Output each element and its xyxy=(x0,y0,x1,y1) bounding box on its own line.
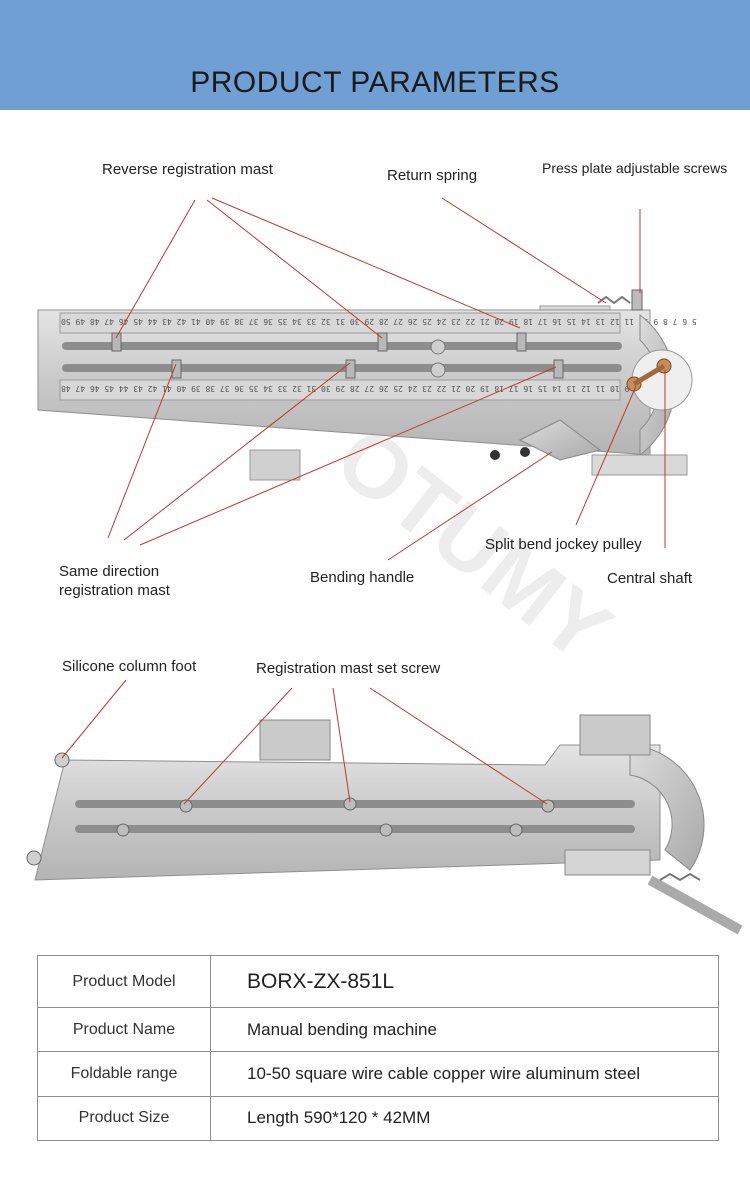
spec-value: Manual bending machine xyxy=(210,1007,719,1053)
spec-label: Product Size xyxy=(37,1095,211,1142)
ruler-bottom-scale: 5 6 7 8 9 10 11 12 13 14 15 16 17 18 19 … xyxy=(61,384,668,393)
page-title: PRODUCT PARAMETERS xyxy=(190,66,560,99)
ruler-top xyxy=(59,312,621,334)
callout-split-bend-pulley: Split bend jockey pulley xyxy=(485,536,642,553)
callout-reverse-registration-mast: Reverse registration mast xyxy=(102,161,273,178)
callout-bending-handle: Bending handle xyxy=(310,569,415,586)
spec-row-model: Product Model BORX-ZX-851L xyxy=(37,954,719,1009)
spec-label: Foldable range xyxy=(37,1051,211,1097)
spec-label: Product Name xyxy=(37,1007,211,1053)
callout-press-plate-screws: Press plate adjustable screws xyxy=(542,160,728,176)
leader-lines xyxy=(61,197,666,805)
callout-silicone-foot: Silicone column foot xyxy=(62,658,197,675)
spec-table: Product Model BORX-ZX-851L Product Name … xyxy=(37,954,719,1142)
spec-row-name: Product Name Manual bending machine xyxy=(37,1007,719,1053)
callout-mast-set-screw: Registration mast set screw xyxy=(256,660,441,677)
callout-central-shaft: Central shaft xyxy=(607,570,693,587)
spec-label: Product Model xyxy=(37,954,211,1009)
spec-value: Length 590*120 * 42MM xyxy=(210,1095,719,1142)
spec-value: BORX-ZX-851L xyxy=(210,954,719,1009)
product-illustration: 5 6 7 8 9 10 11 12 13 14 15 16 17 18 19 … xyxy=(26,197,743,935)
bending-machine-base-view xyxy=(26,714,743,935)
ruler-bottom xyxy=(59,379,621,401)
callout-same-direction-mast: Same direction registration mast xyxy=(59,563,170,599)
spec-value: 10-50 square wire cable copper wire alum… xyxy=(210,1051,719,1097)
bending-machine-top-view: 5 6 7 8 9 10 11 12 13 14 15 16 17 18 19 … xyxy=(37,289,697,481)
spec-row-size: Product Size Length 590*120 * 42MM xyxy=(37,1095,719,1142)
header-band xyxy=(0,0,750,110)
spec-row-range: Foldable range 10-50 square wire cable c… xyxy=(37,1051,719,1097)
ruler-top-scale: 5 6 7 8 9 10 11 12 13 14 15 16 17 18 19 … xyxy=(61,317,697,326)
callout-return-spring: Return spring xyxy=(387,167,478,184)
